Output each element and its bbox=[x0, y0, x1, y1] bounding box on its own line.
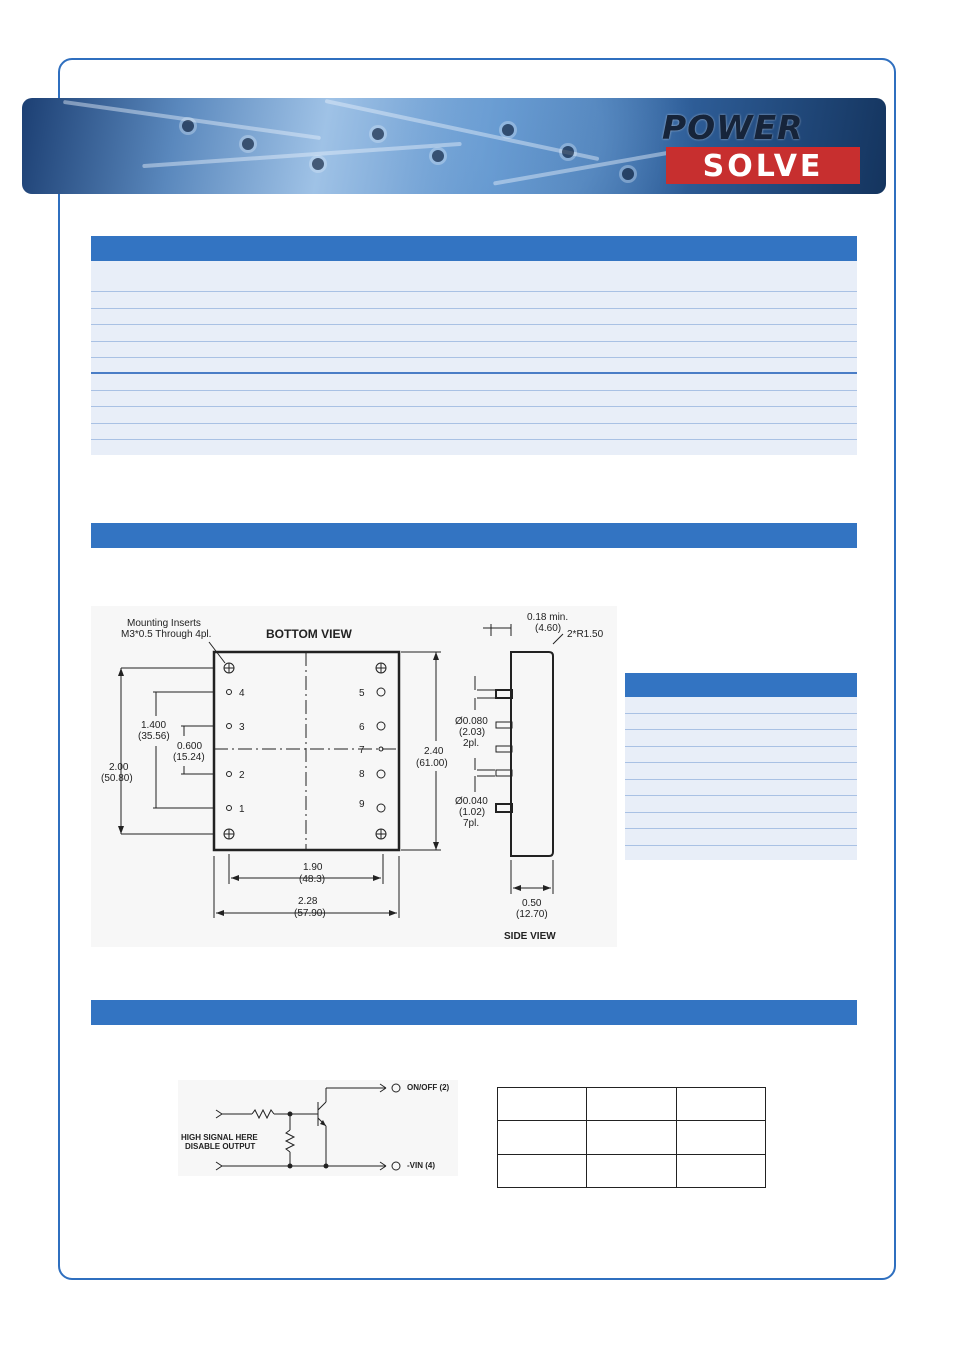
pin-label-9: 9 bbox=[359, 799, 365, 810]
dim-018: 0.18 min. bbox=[527, 612, 568, 623]
mounting-label-line1: Mounting Inserts bbox=[127, 618, 201, 629]
table-row bbox=[496, 1153, 767, 1189]
remote-logic-table bbox=[496, 1086, 767, 1189]
dim-228-mm: (57.90) bbox=[294, 908, 326, 919]
dim-050-mm: (12.70) bbox=[516, 909, 548, 920]
dim-240-mm: (61.00) bbox=[416, 758, 448, 769]
table-row bbox=[625, 730, 857, 747]
remote-control-schematic: ON/OFF (2) -VIN (4) HIGH SIGNAL HERE DIS… bbox=[178, 1080, 458, 1176]
table-row bbox=[91, 292, 857, 309]
on-off-label: ON/OFF (2) bbox=[407, 1083, 450, 1092]
table-cell bbox=[586, 1120, 677, 1155]
table-cell bbox=[586, 1086, 677, 1122]
pin-label-2: 2 bbox=[239, 770, 245, 781]
table-cell bbox=[496, 1086, 588, 1122]
specifications-table bbox=[91, 261, 857, 455]
table-row bbox=[91, 342, 857, 358]
pin-label-8: 8 bbox=[359, 769, 365, 780]
dim-1400: 1.400 bbox=[141, 720, 166, 731]
table-row bbox=[91, 407, 857, 424]
bottom-view-label: BOTTOM VIEW bbox=[266, 627, 352, 641]
dim-0600: 0.600 bbox=[177, 741, 202, 752]
table-row bbox=[496, 1086, 767, 1122]
table-cell bbox=[675, 1086, 767, 1122]
table-row bbox=[625, 829, 857, 846]
pin-label-3: 3 bbox=[239, 722, 245, 733]
table-row bbox=[91, 424, 857, 440]
table-row bbox=[625, 780, 857, 796]
table-cell bbox=[675, 1120, 767, 1155]
dim-240: 2.40 bbox=[424, 746, 444, 757]
table-divider bbox=[91, 372, 857, 374]
table-row bbox=[625, 747, 857, 763]
logo-solve-text: SOLVE bbox=[666, 150, 860, 184]
table-row bbox=[91, 374, 857, 391]
header-banner bbox=[22, 98, 886, 194]
dim-1400-mm: (35.56) bbox=[138, 731, 170, 742]
table-row bbox=[91, 325, 857, 342]
dim-190: 1.90 bbox=[303, 862, 323, 873]
schematic-note-line1: HIGH SIGNAL HERE bbox=[181, 1133, 258, 1142]
schematic-note-line2: DISABLE OUTPUT bbox=[185, 1142, 255, 1151]
pin-table-header bbox=[625, 673, 857, 697]
radius-label: 2*R1.50 bbox=[567, 629, 604, 640]
table-row bbox=[625, 813, 857, 829]
dia-080: Ø0.080 bbox=[455, 716, 488, 727]
pin-connection-table bbox=[625, 673, 857, 860]
powersolve-logo: POWER SOLVE bbox=[662, 110, 862, 184]
pin-label-4: 4 bbox=[239, 688, 245, 699]
mechanical-drawing: Mounting Inserts M3*0.5 Through 4pl. BOT… bbox=[91, 606, 617, 947]
table-row bbox=[625, 714, 857, 730]
mechanical-section-header bbox=[91, 523, 857, 548]
dia-080-count: 2pl. bbox=[463, 738, 479, 749]
table-cell bbox=[586, 1153, 677, 1189]
remote-control-section-header bbox=[91, 1000, 857, 1025]
dia-040-count: 7pl. bbox=[463, 818, 479, 829]
dim-190-mm: (48.3) bbox=[299, 874, 325, 885]
table-row bbox=[91, 391, 857, 407]
pin-label-6: 6 bbox=[359, 722, 365, 733]
dia-040-mm: (1.02) bbox=[459, 807, 485, 818]
table-cell bbox=[496, 1153, 588, 1189]
pin-label-5: 5 bbox=[359, 688, 365, 699]
dim-200: 2.00 bbox=[109, 762, 129, 773]
logo-power-text: POWER bbox=[662, 108, 804, 147]
dim-018-mm: (4.60) bbox=[535, 623, 561, 634]
dim-228: 2.28 bbox=[298, 896, 318, 907]
pin-label-1: 1 bbox=[239, 804, 245, 815]
table-row bbox=[91, 261, 857, 292]
table-cell bbox=[675, 1153, 767, 1189]
dim-200-mm: (50.80) bbox=[101, 773, 133, 784]
mounting-label-line2: M3*0.5 Through 4pl. bbox=[121, 629, 211, 640]
table-cell bbox=[496, 1120, 588, 1155]
vin-label: -VIN (4) bbox=[407, 1161, 435, 1170]
dia-040: Ø0.040 bbox=[455, 796, 488, 807]
table-row bbox=[625, 763, 857, 780]
specifications-section-header bbox=[91, 236, 857, 261]
table-row bbox=[496, 1120, 767, 1155]
dia-080-mm: (2.03) bbox=[459, 727, 485, 738]
table-row bbox=[91, 309, 857, 325]
table-row bbox=[625, 697, 857, 714]
dim-0600-mm: (15.24) bbox=[173, 752, 205, 763]
logo-rule bbox=[666, 147, 860, 150]
side-view-label: SIDE VIEW bbox=[504, 931, 556, 942]
pin-label-7: 7 bbox=[359, 745, 365, 756]
table-row bbox=[625, 796, 857, 813]
dim-050: 0.50 bbox=[522, 898, 542, 909]
